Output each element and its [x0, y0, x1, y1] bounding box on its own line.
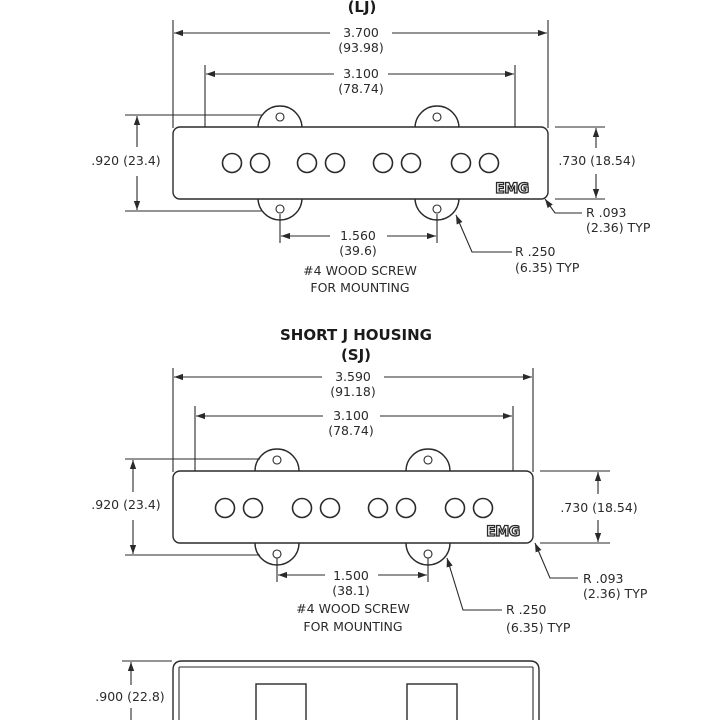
lj-corner-radius: R .093: [586, 205, 627, 220]
lj-screw-note-2: FOR MOUNTING: [310, 280, 409, 295]
third-left-slot: [255, 683, 307, 720]
sj-pole-span-mm: (78.74): [328, 423, 374, 438]
sj-corner-radius: R .093: [583, 571, 624, 586]
lj-overall-width: .920 (23.4): [91, 153, 160, 168]
lj-corner-radius-leader: [544, 198, 582, 214]
lj-corner-radius-mm: (2.36) TYP: [586, 220, 651, 235]
lj-top-right-ear: [414, 105, 460, 129]
sj-ear-radius-leader: [446, 557, 502, 611]
sj-pole-span: 3.100: [333, 408, 369, 423]
sj-subtitle: (SJ): [341, 346, 371, 364]
sj-screw-spacing-mm: (38.1): [332, 583, 370, 598]
sj-drawing: SHORT J HOUSING (SJ) 3.590 (91.18) 3.100…: [91, 326, 648, 635]
lj-overall-length: 3.700: [343, 25, 379, 40]
lj-title: (LJ): [348, 0, 377, 16]
lj-drawing: (LJ) 3.700 (93.98) 3.100 (78.74): [91, 0, 651, 295]
third-housing-outline: [172, 660, 540, 720]
sj-title: SHORT J HOUSING: [280, 326, 432, 344]
sj-pole-pieces: [214, 497, 494, 519]
third-drawing: .900 (22.8): [95, 660, 540, 720]
lj-overall-length-mm: (93.98): [338, 40, 384, 55]
lj-screw-note-1: #4 WOOD SCREW: [303, 263, 417, 278]
lj-pole-pieces: [221, 152, 500, 174]
third-right-slot: [406, 683, 458, 720]
lj-ear-radius-leader: [455, 214, 512, 253]
sj-overall-length-mm: (91.18): [330, 384, 376, 399]
lj-ear-radius: R .250: [515, 244, 556, 259]
sj-top-left-ear: [254, 448, 300, 472]
sj-screw-spacing: 1.500: [333, 568, 369, 583]
sj-pickup-body: [172, 470, 534, 544]
sj-overall-width: .920 (23.4): [91, 497, 160, 512]
lj-ear-radius-mm: (6.35) TYP: [515, 260, 580, 275]
lj-pickup-body: [172, 126, 549, 200]
sj-corner-radius-mm: (2.36) TYP: [583, 586, 648, 601]
sj-screw-note-1: #4 WOOD SCREW: [296, 601, 410, 616]
lj-body-width: .730 (18.54): [558, 153, 635, 168]
sj-ear-radius: R .250: [506, 602, 547, 617]
lj-screw-spacing-mm: (39.6): [339, 243, 377, 258]
lj-top-left-ear: [257, 105, 303, 129]
lj-pole-span-mm: (78.74): [338, 81, 384, 96]
third-height: .900 (22.8): [95, 689, 164, 704]
sj-corner-radius-leader: [534, 542, 578, 579]
sj-body-width: .730 (18.54): [560, 500, 637, 515]
sj-screw-note-2: FOR MOUNTING: [303, 619, 402, 634]
lj-pole-span: 3.100: [343, 66, 379, 81]
lj-emg-logo: EMG: [495, 181, 529, 197]
sj-ear-radius-mm: (6.35) TYP: [506, 620, 571, 635]
lj-screw-spacing: 1.560: [340, 228, 376, 243]
sj-overall-length: 3.590: [335, 369, 371, 384]
sj-emg-logo: EMG: [486, 524, 520, 540]
sj-top-right-ear: [405, 448, 451, 472]
